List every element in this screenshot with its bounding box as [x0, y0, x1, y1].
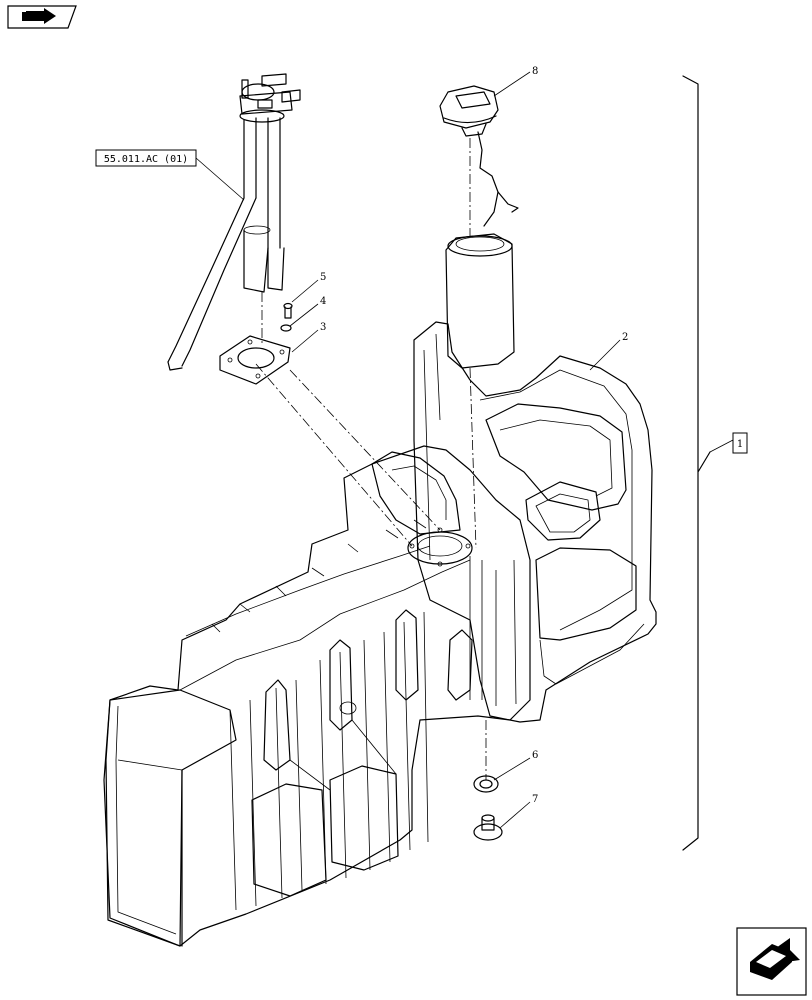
- screw-part-5: [283, 302, 293, 319]
- seal-washer-part-6: [473, 775, 499, 793]
- callout-5[interactable]: 5: [320, 272, 326, 283]
- fuel-level-sender: [167, 73, 301, 371]
- reference-label[interactable]: 55.011.AC (01): [95, 149, 197, 167]
- reference-leader: [195, 157, 245, 201]
- callout-8[interactable]: 8: [532, 66, 538, 77]
- assembly-line-neck: [469, 367, 477, 549]
- svg-text:55.011.AC (01): 55.011.AC (01): [104, 154, 188, 165]
- gasket-part-3: [219, 335, 291, 385]
- next-page-arrow-icon[interactable]: [736, 927, 807, 996]
- callout-6[interactable]: 6: [532, 750, 538, 761]
- callout-7[interactable]: 7: [532, 794, 538, 805]
- svg-text:1: 1: [737, 439, 743, 450]
- fuel-cap-part-8: [439, 85, 519, 236]
- callout-3[interactable]: 3: [320, 322, 326, 333]
- assembly-line-sender: [289, 369, 441, 531]
- callout-leaders: [289, 71, 621, 829]
- assembly-label: 1: [732, 432, 748, 454]
- book-arrow-icon[interactable]: [7, 5, 77, 29]
- callout-2[interactable]: 2: [622, 332, 628, 343]
- callout-4[interactable]: 4: [320, 296, 326, 307]
- washer-part-4: [280, 324, 292, 332]
- fuel-tank-part-2: [103, 233, 657, 947]
- drain-plug-part-7: [473, 814, 503, 841]
- assembly-bracket: [682, 75, 734, 851]
- assembly-line-gasket: [255, 363, 413, 547]
